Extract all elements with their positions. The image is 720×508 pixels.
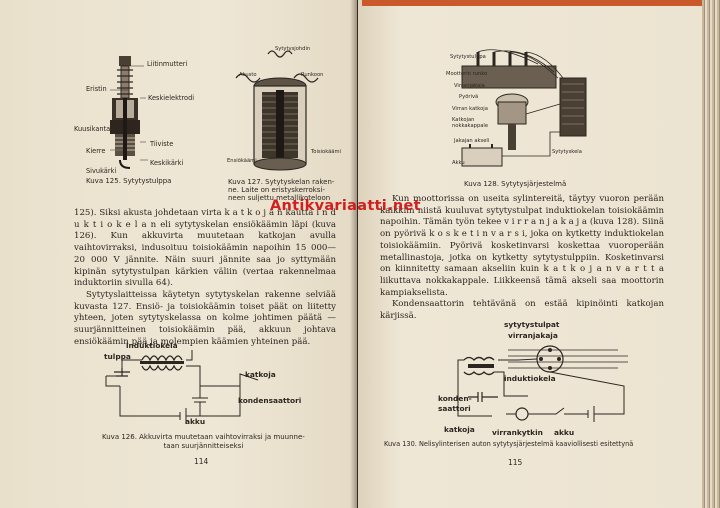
fig127-label: Sytytysjohdin: [275, 46, 311, 52]
fig130-label-katkoja: katkoja: [444, 425, 475, 434]
fig127-ignition-coil-drawing: [235, 50, 319, 171]
right-body-text: Kun moottorissa on useita sylintereitä, …: [380, 194, 664, 323]
fig130-label-virrankytkin: virrankytkin: [492, 428, 543, 437]
fig127-label: Toisiokäämi: [311, 149, 341, 155]
watermark: Antikvariaatti.net: [270, 198, 421, 214]
fig126-label-induktiokela: induktiokela: [126, 341, 178, 350]
page-number: 114: [194, 457, 209, 466]
fig130-wiring-diagram: [457, 345, 628, 422]
left-body-text: 125). Siksi akusta johdetaan virta k a t…: [74, 208, 336, 348]
caption-line: taan suurjännitteiseksi: [163, 441, 244, 450]
fig127-label: Ensiökäämi: [227, 158, 257, 164]
fig125-label: Kierre: [86, 147, 106, 155]
paragraph: Kun moottorissa on useita sylintereitä, …: [380, 194, 664, 298]
fig128-label: Moottorin runko: [446, 71, 488, 77]
fig125-label: Tiiviste: [150, 140, 174, 148]
fig130-label-virranjakaja: virranjakaja: [508, 331, 558, 340]
fig128-ignition-system-drawing: [461, 49, 587, 167]
caption-line: neen suljettu metallikoteloon: [228, 194, 331, 202]
fig126-label-kondensaattori: kondensaattori: [238, 396, 302, 405]
fig125-label: Eristin: [86, 85, 107, 93]
fig125-label: Keskikärki: [150, 159, 184, 167]
fig130-label-sytytystulpat: sytytystulpat: [504, 320, 560, 329]
fig125-label: Liitinmutteri: [147, 60, 188, 68]
fig127-label: Akusto: [239, 72, 257, 78]
paragraph: Kondensaattorin tehtävänä on estää kipin…: [380, 299, 664, 322]
fig125-label: Sivukärki: [86, 167, 117, 175]
fig126-caption: Kuva 126. Akkuvirta muutetaan vaihtovirr…: [102, 433, 305, 450]
fig126-label-akku: akku: [185, 417, 206, 426]
fig126-label-tulppa: tulppa: [104, 352, 131, 361]
fig130-label-akku: akku: [554, 428, 575, 437]
page-number: 115: [508, 458, 523, 467]
caption-line: Kuva 126. Akkuvirta muutetaan vaihtovirr…: [102, 433, 305, 441]
cover-edge: [362, 0, 720, 6]
fig125-leader-lines: [110, 65, 148, 161]
fig128-caption: Kuva 128. Sytytysjärjestelmä: [464, 180, 567, 188]
fig128-label: Pyörivä: [459, 94, 479, 100]
fig125-spark-plug-drawing: [110, 56, 140, 169]
caption-line: ne. Laite on eristyskerroksi-: [228, 186, 325, 194]
fig126-label-katkoja: katkoja: [245, 370, 276, 379]
left-page: Liitinmutteri Eristin Keskielektrodi Kuu…: [0, 0, 357, 508]
fig127-caption: Kuva 127. Sytytyskelan raken- ne. Laite …: [228, 178, 334, 202]
fig128-label: Katkojan nokkakappale: [452, 117, 489, 129]
fig128-label: Sytytyskela: [552, 149, 582, 155]
fig128-label: Sytytystulppa: [450, 54, 486, 60]
paragraph: 125). Siksi akusta johdetaan virta k a t…: [74, 208, 336, 289]
fig125-label: Kuusikanta: [74, 125, 111, 133]
fig130-label-induktiokela: induktiokela: [504, 374, 556, 383]
fig127-label: Runkoon: [301, 72, 324, 78]
paragraph: Sytytyslaitteissa käytetyn sytytyskelan …: [74, 289, 336, 347]
fig130-label-konden: konden-: [438, 394, 472, 403]
caption-line: Kuva 127. Sytytyskelan raken-: [228, 178, 335, 186]
fig125-label: Keskielektrodi: [148, 94, 195, 102]
fig130-label-saattori: saattori: [438, 404, 471, 413]
fig130-caption: Kuva 130. Nelisylinterisen auton sytytys…: [384, 440, 634, 448]
fig126-circuit-diagram: [105, 350, 259, 424]
right-page: Sytytystulppa Moottorin runko Virranjaka…: [358, 0, 720, 508]
page-edges: [702, 0, 720, 508]
fig125-caption: Kuva 125. Sytytystulppa: [86, 177, 172, 185]
fig128-label: Jakajan akseli: [454, 138, 490, 144]
fig128-label: Virran katkoja: [452, 106, 488, 112]
fig128-label: Virranjakaja: [454, 83, 485, 89]
fig128-label: Akku: [452, 160, 465, 166]
